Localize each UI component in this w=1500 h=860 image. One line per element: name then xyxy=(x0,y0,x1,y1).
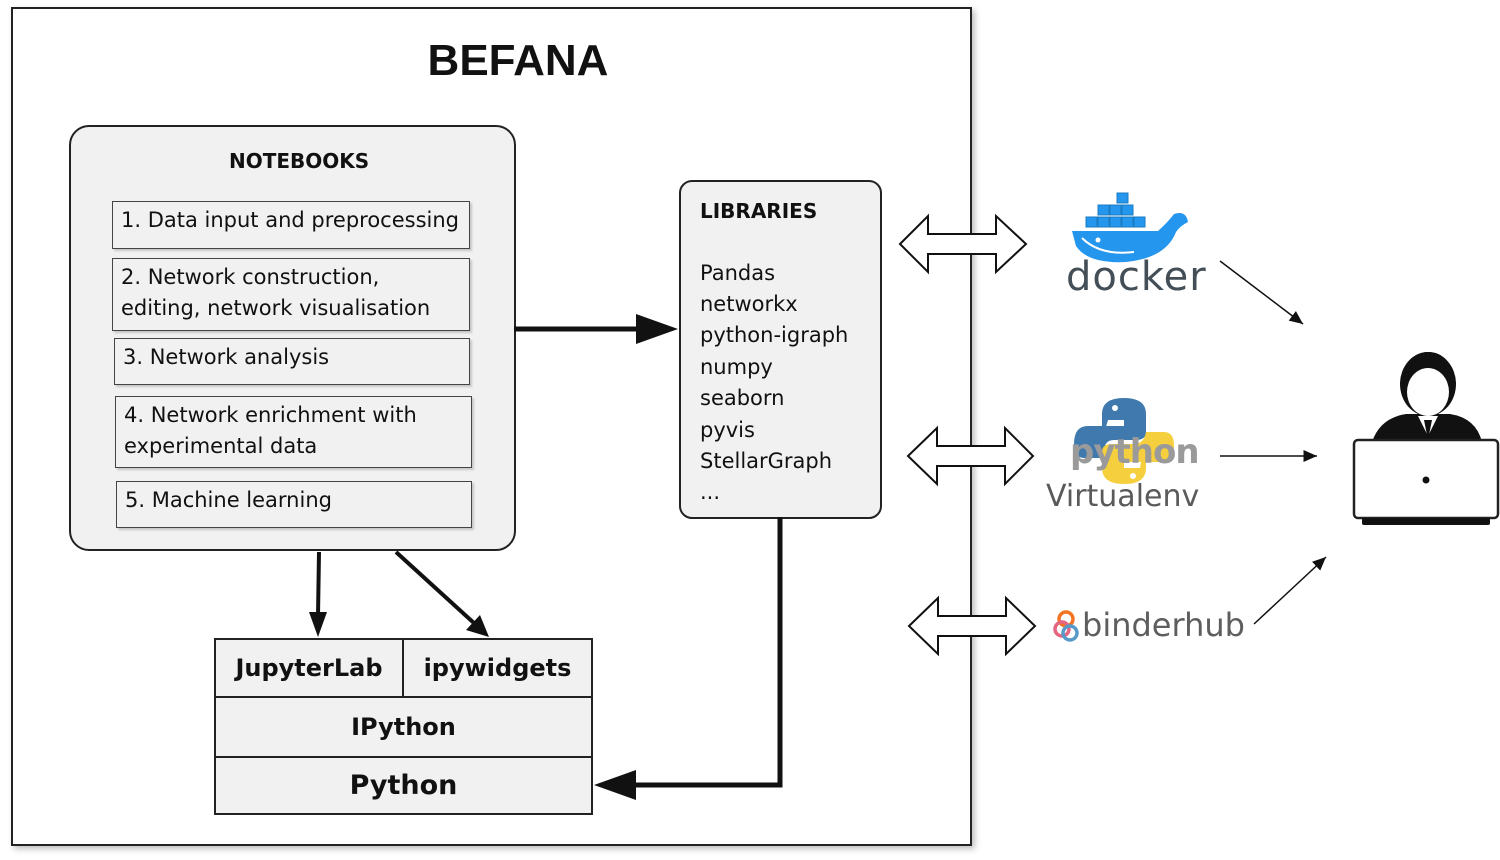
arrow-libraries-to-python xyxy=(594,517,783,800)
notebook-item-5: 5. Machine learning xyxy=(116,481,472,528)
python-logo-label: python xyxy=(1070,432,1200,472)
notebook-item-2: 2. Network construction, editing, networ… xyxy=(112,258,470,331)
arrow-notebooks-to-ipywidgets xyxy=(394,550,489,637)
python-snakes-icon xyxy=(1074,398,1174,484)
user-at-laptop-icon xyxy=(1352,352,1500,525)
ipywidgets-cell: ipywidgets xyxy=(402,638,593,698)
libraries-box xyxy=(679,180,882,519)
notebook-item-4: 4. Network enrichment with experimental … xyxy=(115,396,472,468)
arrow-notebooks-to-jupyterlab xyxy=(309,551,327,637)
library-item: python-igraph xyxy=(700,323,849,347)
notebook-item-3: 3. Network analysis xyxy=(114,338,470,385)
library-item: ... xyxy=(700,480,721,504)
notebooks-heading: NOTEBOOKS xyxy=(229,149,370,173)
notebook-item-1: 1. Data input and preprocessing xyxy=(112,201,470,249)
library-item: seaborn xyxy=(700,386,785,410)
arrow-notebooks-to-libraries xyxy=(514,314,678,344)
diagram-title: BEFANA xyxy=(427,36,609,85)
library-item: Pandas xyxy=(700,261,776,285)
library-item: pyvis xyxy=(700,418,755,442)
virtualenv-label: Virtualenv xyxy=(1046,479,1200,514)
arrow-binderhub-to-user xyxy=(1253,556,1327,625)
double-arrow-binderhub xyxy=(907,595,1037,657)
libraries-heading: LIBRARIES xyxy=(700,199,818,223)
python-cell: Python xyxy=(214,756,593,815)
library-item: numpy xyxy=(700,355,773,379)
docker-whale-icon xyxy=(1072,192,1188,263)
library-item: StellarGraph xyxy=(700,449,833,473)
double-arrow-virtualenv xyxy=(906,425,1035,487)
binderhub-label: binderhub xyxy=(1082,606,1245,644)
binder-rings-icon xyxy=(1053,610,1079,642)
docker-label: docker xyxy=(1066,254,1207,300)
double-arrow-docker xyxy=(898,213,1028,275)
arrow-docker-to-user xyxy=(1219,260,1304,325)
library-item: networkx xyxy=(700,292,798,316)
